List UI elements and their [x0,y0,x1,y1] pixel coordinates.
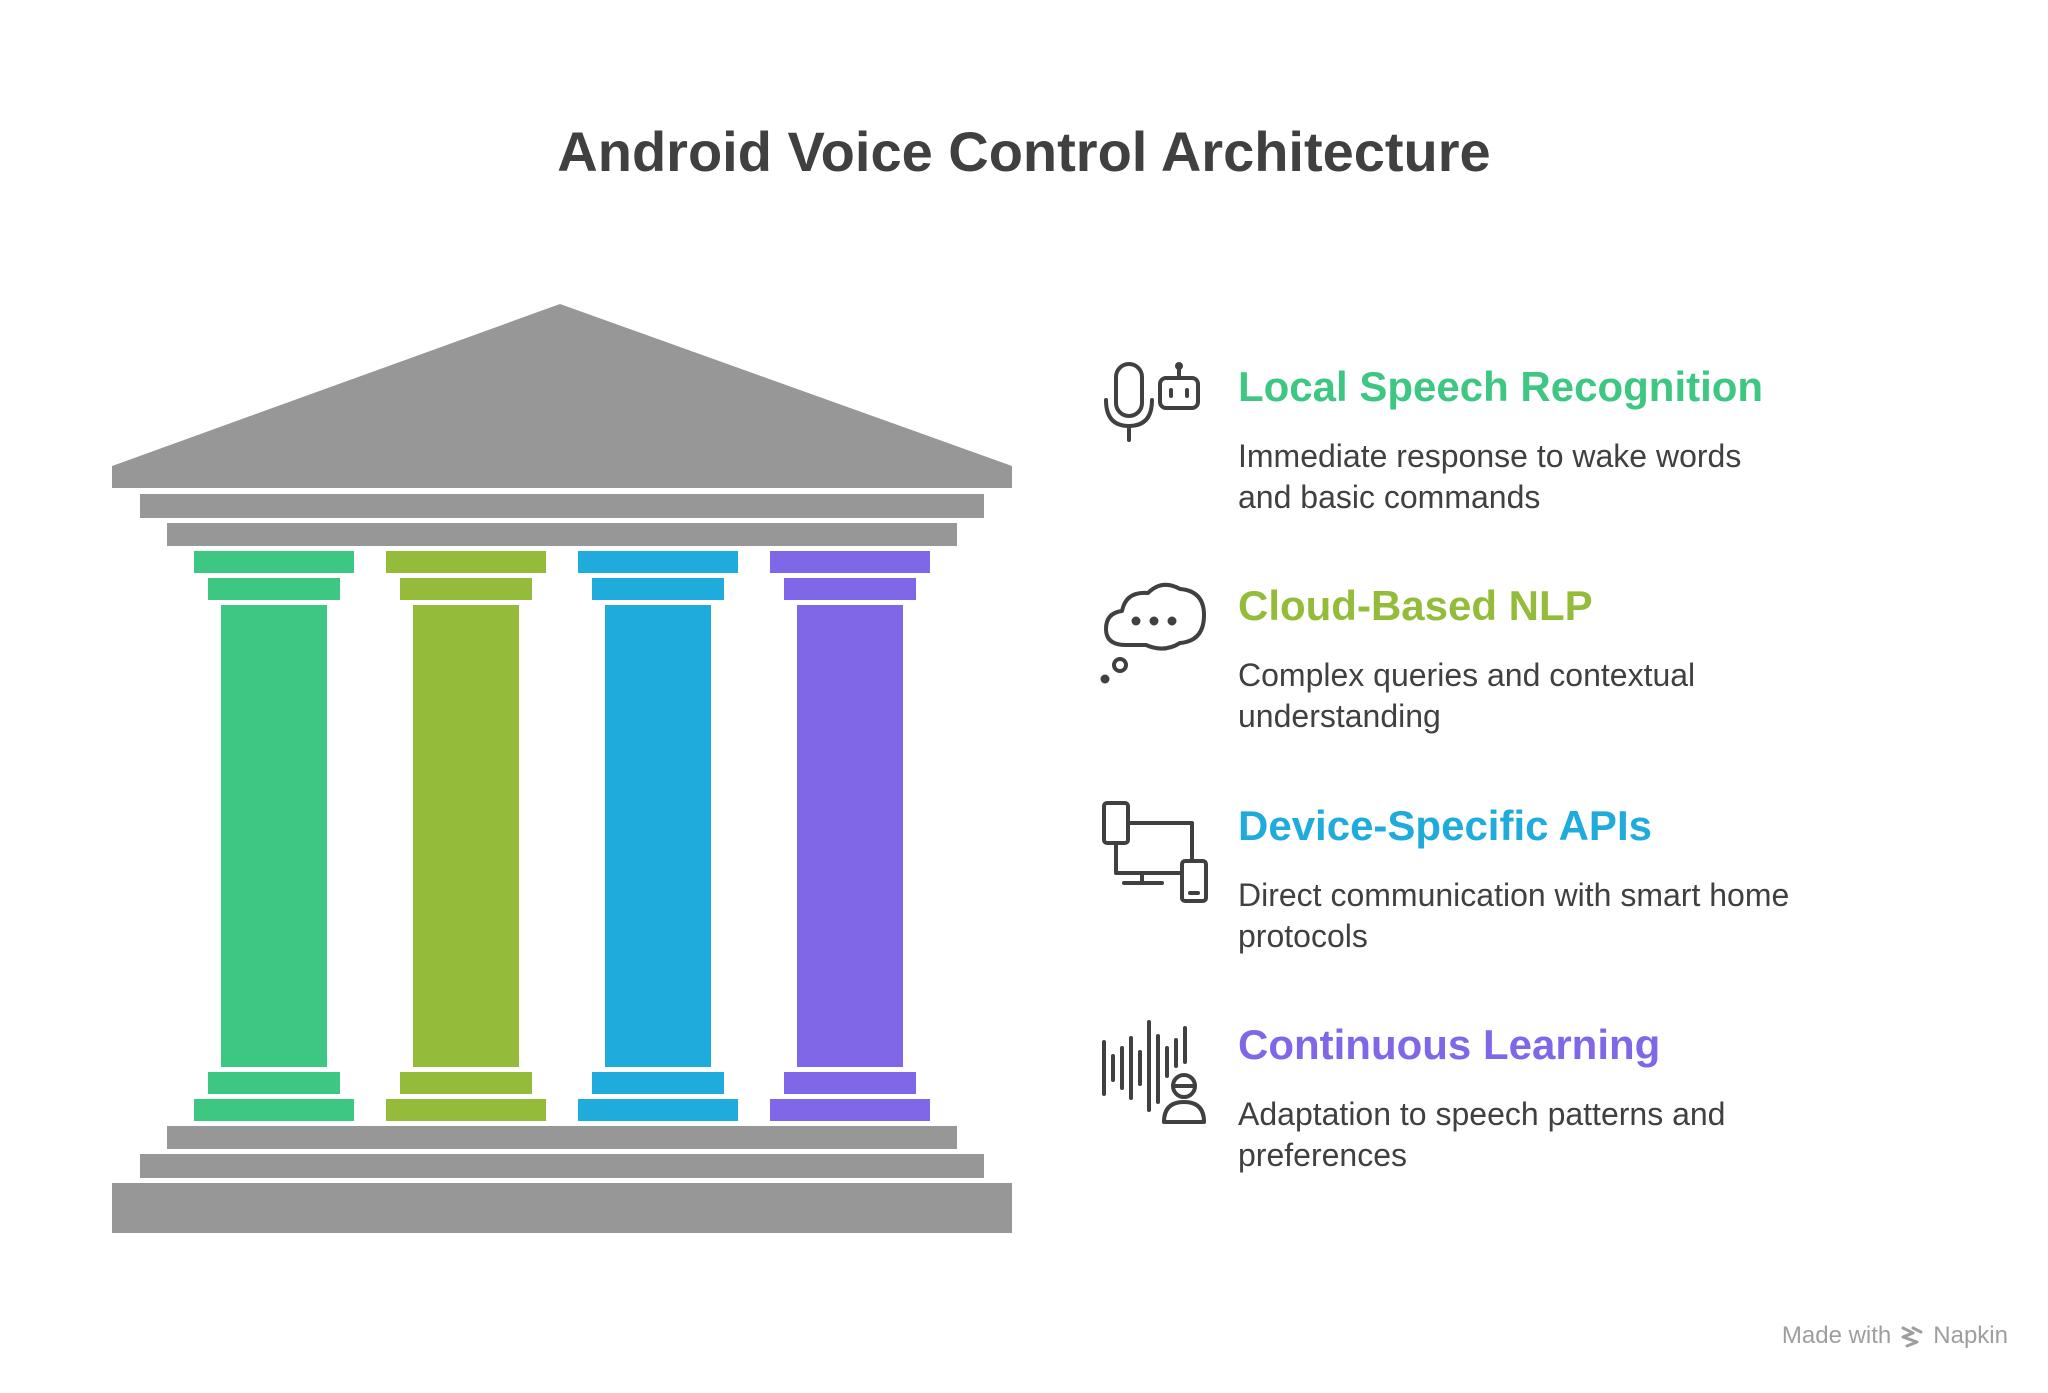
temple-base-top [167,1126,957,1149]
pillar-device-specific-apis [578,551,738,1121]
page-title: Android Voice Control Architecture [557,120,1491,183]
item-heading: Device-Specific APIs [1238,802,1652,849]
temple-entablature-bottom [167,523,957,546]
item-heading: Continuous Learning [1238,1021,1661,1068]
made-with-label: Made with [1781,1322,1892,1349]
temple-base-middle [140,1154,984,1178]
item-description: Complex queries and contextual understan… [1238,657,1696,734]
item-description: Adaptation to speech patterns and prefer… [1238,1096,1726,1173]
item-heading: Cloud-Based NLP [1238,582,1593,629]
pillar-continuous-learning [770,551,930,1121]
temple-entablature-top [140,494,984,518]
item-description: Direct communication with smart home pro… [1238,877,1790,954]
temple-base-bottom [112,1183,1012,1233]
connected-devices-icon [1102,801,1208,903]
pillar-local-speech-recognition [194,551,354,1121]
pillar-cloud-based-nlp [386,551,546,1121]
item-heading: Local Speech Recognition [1238,363,1764,410]
voice-waveform-person-icon [1102,1020,1206,1124]
made-with-napkin-badge[interactable]: Made with Napkin [1782,1322,2008,1350]
item-description: Immediate response to wake words and bas… [1238,438,1742,515]
napkin-brand-label: Napkin [1933,1322,2008,1349]
microphone-robot-icon [1104,362,1200,442]
thought-bubble-icon [1100,582,1206,684]
napkin-logo-icon [1901,1326,1923,1348]
temple-roof [112,304,1012,488]
